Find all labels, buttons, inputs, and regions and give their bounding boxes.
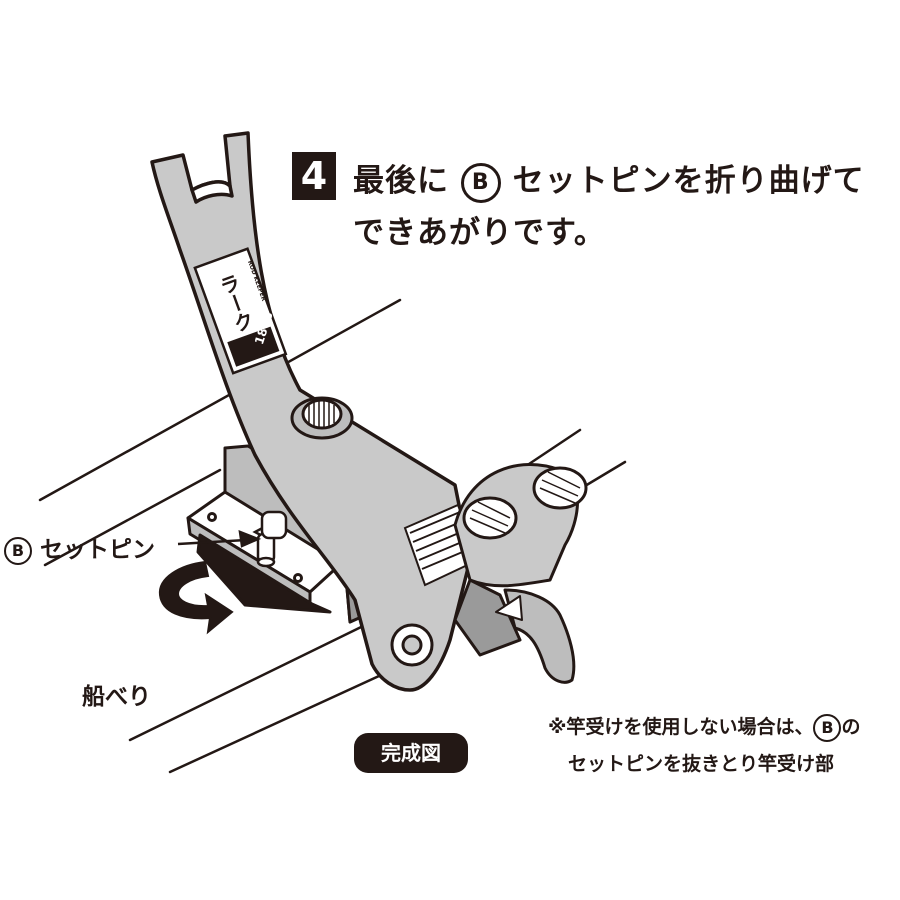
instruction-line-1: 最後に B セットピンを折り曲げて <box>353 155 865 203</box>
completion-badge: 完成図 <box>354 733 468 773</box>
instruction-line-2: できあがりです。 <box>353 215 606 251</box>
set-pin-callout: B セットピン <box>4 530 155 565</box>
instruction-text: 最後に <box>353 163 449 199</box>
marker-b-badge: B <box>460 162 501 203</box>
note-text: の <box>841 716 861 738</box>
gunwale-label: 船べり <box>82 684 151 710</box>
thumb-knob <box>462 466 588 540</box>
callout-leader <box>177 530 262 548</box>
marker-b-badge: B <box>4 536 32 565</box>
gunwale-line <box>128 606 402 742</box>
step-number-badge: 4 <box>292 152 336 200</box>
gunwale-line <box>38 298 402 502</box>
brand-sticker <box>193 247 288 375</box>
instruction-text: セットピンを折り曲げて <box>512 163 865 199</box>
bend-arrow <box>158 560 234 635</box>
set-pin-label: セットピン <box>40 537 156 563</box>
pivot-bolt <box>390 623 434 667</box>
set-pin <box>252 510 288 568</box>
marker-b-badge: B <box>813 713 842 742</box>
note-line-2: セットピンを抜きとり竿受け部 <box>568 753 835 775</box>
note-text: ※竿受けを使用しない場合は、 <box>548 716 814 738</box>
gunwale-line <box>43 468 222 567</box>
arm-knob <box>290 396 354 440</box>
